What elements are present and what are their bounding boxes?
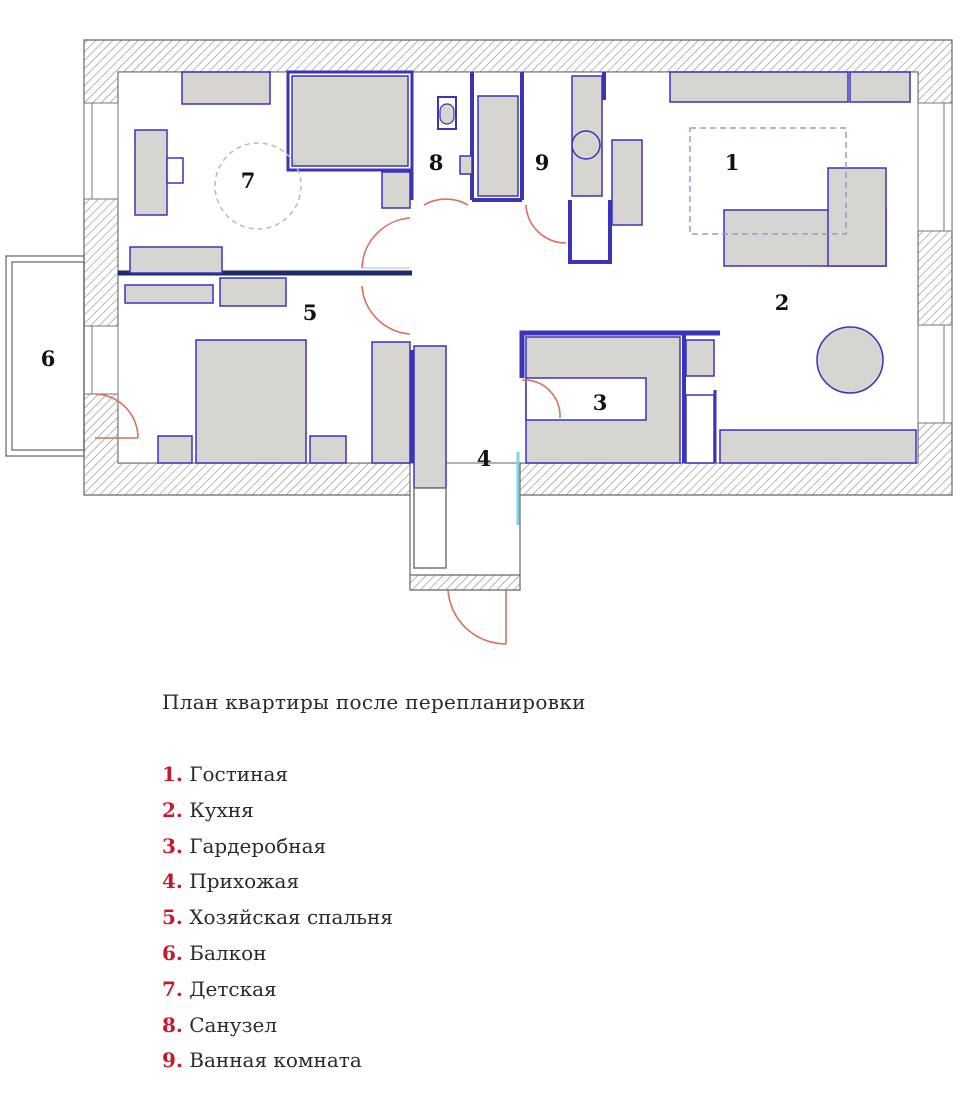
doors	[94, 198, 567, 645]
legend-label: Хозяйская спальня	[189, 905, 393, 930]
windows	[83, 102, 953, 424]
rug-outline	[689, 127, 847, 235]
round-items	[214, 103, 884, 394]
legend-number: 8.	[162, 1012, 183, 1037]
room-label-8: 8	[429, 150, 444, 175]
room-label-9: 9	[535, 150, 550, 175]
legend-number: 4.	[162, 869, 183, 894]
room-label-6: 6	[41, 346, 56, 371]
legend-label: Кухня	[189, 797, 254, 822]
legend-label: Прихожая	[189, 869, 300, 894]
legend-item: 3. Гардеробная	[162, 834, 393, 870]
legend-label: Ванная комната	[189, 1048, 362, 1073]
legend-number: 3.	[162, 833, 183, 858]
legend-number: 7.	[162, 976, 183, 1001]
legend-item: 2. Кухня	[162, 798, 393, 834]
legend-item: 6. Балкон	[162, 941, 393, 977]
legend-label: Санузел	[189, 1012, 278, 1037]
legend-item: 1. Гостиная	[162, 762, 393, 798]
room-label-4: 4	[477, 446, 492, 471]
legend-number: 2.	[162, 797, 183, 822]
legend-label: Балкон	[189, 940, 267, 965]
legend-item: 5. Хозяйская спальня	[162, 905, 393, 941]
room-labels: 1 2 3 4 5 6 7 8 9	[41, 150, 790, 471]
room-label-5: 5	[303, 300, 318, 325]
legend-label: Гардеробная	[189, 833, 327, 858]
legend-label: Детская	[189, 976, 277, 1001]
balcony	[5, 255, 85, 457]
room-label-2: 2	[775, 290, 790, 315]
legend-item: 7. Детская	[162, 977, 393, 1013]
legend-label: Гостиная	[189, 762, 288, 786]
furniture	[124, 71, 917, 569]
room-label-1: 1	[725, 150, 740, 175]
room-label-7: 7	[241, 168, 256, 193]
room-label-3: 3	[593, 390, 608, 415]
legend-number: 5.	[162, 905, 183, 930]
interior-walls	[118, 70, 720, 463]
room-legend: 1. Гостиная 2. Кухня 3. Гардеробная 4. П…	[162, 762, 393, 1084]
plan-caption: План квартиры после перепланировки	[162, 690, 586, 714]
legend-item: 9. Ванная комната	[162, 1048, 393, 1084]
legend-number: 1.	[162, 762, 183, 786]
floor-plan: 1 2 3 4 5 6 7 8 9	[5, 39, 953, 645]
legend-item: 4. Прихожая	[162, 869, 393, 905]
legend-number: 6.	[162, 940, 183, 965]
legend-number: 9.	[162, 1048, 183, 1073]
legend-item: 8. Санузел	[162, 1013, 393, 1049]
